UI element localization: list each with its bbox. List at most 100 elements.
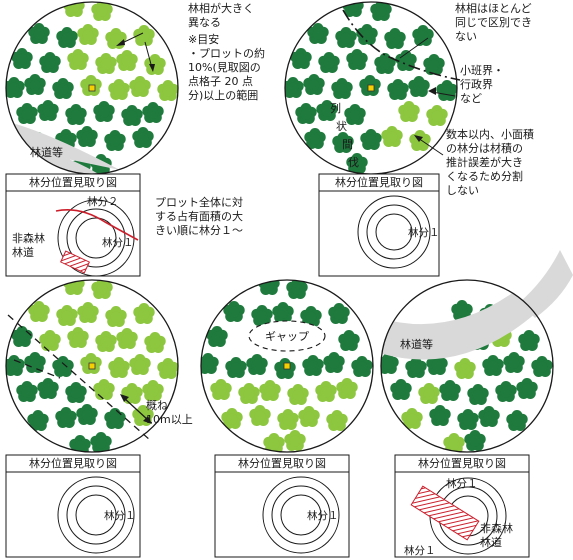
row-thinning-label: 伐 [348, 156, 359, 169]
tree-canopy [259, 380, 281, 401]
tree-canopy [390, 379, 412, 400]
tree-canopy [426, 354, 448, 375]
tree-canopy [408, 76, 430, 97]
tree-canopy [105, 306, 127, 327]
tree-canopy [304, 128, 326, 149]
gap-label: ギャップ [265, 330, 309, 343]
pointer-arrow [144, 41, 153, 69]
tree-canopy [93, 379, 115, 400]
tree-canopy [531, 356, 553, 377]
sketch-ring [366, 204, 422, 260]
road-label: 林道等 [30, 145, 63, 159]
distance-arrowhead [143, 416, 152, 424]
tree-canopy [93, 101, 115, 122]
tree-canopy [506, 410, 528, 431]
tree-canopy [67, 49, 89, 70]
stand-sketch-title: 林分位置見取り図 [238, 456, 326, 470]
sketch-ring [280, 494, 322, 536]
tree-group [6, 2, 178, 174]
tree-canopy [381, 126, 403, 147]
sketch-ring [75, 217, 117, 259]
tree-canopy [27, 410, 49, 431]
stand-label: 林分１ [446, 477, 478, 490]
tree-canopy [157, 80, 178, 101]
tree-canopy [464, 430, 486, 451]
pointer-arrowhead [414, 135, 423, 142]
tree-canopy [516, 378, 538, 399]
sketch-ring [262, 476, 340, 554]
tree-canopy [344, 104, 366, 125]
sketch-ring [357, 195, 431, 269]
tree-canopy [69, 435, 91, 452]
tree-canopy [356, 24, 378, 45]
note-different-stand: 林相が大きく 異なる [188, 2, 254, 29]
forest-road-outside [520, 250, 573, 318]
tree-canopy [67, 327, 89, 348]
tree-canopy [467, 384, 489, 405]
stand-boundary-line [55, 209, 139, 241]
panel-5: 林道等 林分位置見取り図 林分１ 林分１ [380, 250, 573, 558]
panel-2: 列 状 間 伐 林分位置見取り図 林分１ [284, 1, 461, 277]
tree-canopy [65, 104, 87, 125]
sketch-ring [75, 494, 117, 536]
tree-canopy [482, 355, 504, 376]
tree-canopy [336, 378, 358, 399]
distance-label: 概ね 10m以上 [146, 399, 193, 426]
tree-canopy [108, 357, 130, 378]
non-forest-road-patch [410, 485, 480, 541]
tree-canopy [133, 303, 155, 324]
stand-boundary-dashed [7, 314, 151, 441]
tree-canopy [401, 408, 423, 429]
note-boundary: 小班界・ 行政界 など [460, 64, 504, 105]
tree-canopy [56, 305, 78, 326]
tree-canopy [384, 28, 406, 49]
plot-center-marker [88, 84, 96, 92]
stand-sketch-box [5, 454, 141, 558]
tree-canopy [129, 76, 151, 97]
tree-canopy [28, 23, 50, 44]
tree-canopy [495, 381, 517, 402]
tree-canopy [105, 28, 127, 49]
stand-label: 林分１ [307, 509, 339, 522]
sketch-ring [271, 485, 331, 545]
tree-canopy [315, 381, 337, 402]
sketch-ring [375, 213, 413, 251]
tree-group [285, 2, 457, 174]
plot-center-marker [367, 84, 375, 92]
panel-3: 林分位置見取り図 林分１ [5, 279, 179, 558]
tree-canopy [272, 302, 294, 323]
tree-canopy [37, 100, 59, 121]
tree-canopy [210, 379, 232, 400]
tree-canopy [328, 303, 350, 324]
forest-road [381, 280, 553, 360]
tree-group [201, 280, 373, 452]
tree-canopy [65, 382, 87, 403]
tree-canopy [238, 383, 260, 404]
tree-canopy [76, 126, 98, 147]
tree-canopy [56, 27, 78, 48]
non-forest-road-patch [60, 250, 90, 274]
road-label: 林道等 [400, 337, 433, 351]
tree-canopy [302, 355, 324, 376]
pointer-arrow [417, 137, 444, 156]
pointer-line [399, 37, 429, 59]
row-thinning-label: 状 [336, 119, 347, 133]
tree-canopy [326, 410, 348, 431]
sketch-ring [66, 485, 126, 545]
tree-canopy [246, 354, 268, 375]
tree-canopy [331, 78, 353, 99]
tree-canopy [80, 75, 102, 96]
tree-canopy [318, 52, 340, 73]
tree-canopy [24, 352, 46, 373]
tree-canopy [37, 378, 59, 399]
tree-canopy [116, 328, 138, 349]
tree-canopy [132, 405, 154, 426]
tree-canopy [39, 330, 61, 351]
tree-canopy [95, 53, 117, 74]
stand-sketch-box [318, 173, 440, 277]
tree-canopy [303, 74, 325, 95]
stand-boundary-dashed [13, 359, 61, 379]
tree-canopy [223, 301, 245, 322]
stand-sketch-title: 林分位置見取り図 [29, 456, 117, 470]
